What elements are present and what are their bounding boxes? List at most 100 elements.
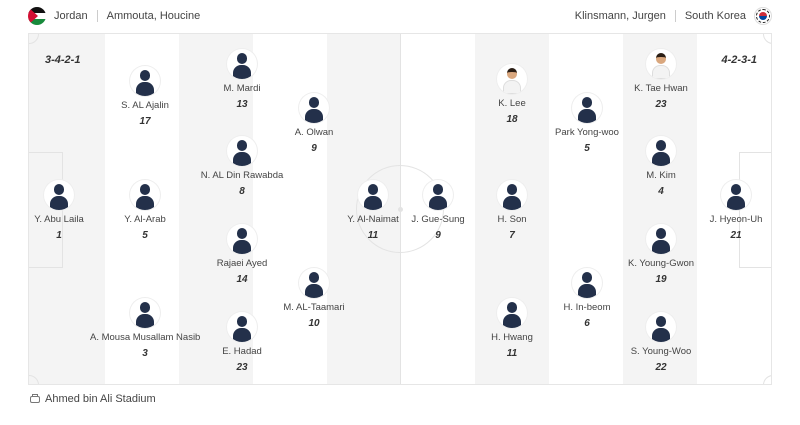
player-number: 7 [509,230,515,241]
stadium-icon [30,394,41,404]
player-avatar [497,180,527,210]
player-number: 11 [367,230,379,241]
player-card[interactable]: M. Mardi 13 [187,49,297,110]
player-card[interactable]: Y. Al-Arab 5 [90,180,200,241]
player-card[interactable]: K. Young-Gwon 19 [606,224,716,285]
player-name: H. Son [497,214,527,225]
player-name: S. Young-Woo [630,346,692,357]
player-name: M. Kim [646,170,676,181]
player-card[interactable]: Y. Al-Naimat 11 [318,180,428,241]
player-number: 21 [730,230,742,241]
player-card[interactable]: A. Mousa Musallam Nasib 3 [90,298,200,359]
match-header: Jordan Ammouta, Houcine Klinsmann, Jurge… [0,0,800,32]
player-number: 17 [139,116,151,127]
player-card[interactable]: Rajaei Ayed 14 [187,224,297,285]
player-card[interactable]: K. Lee 18 [457,64,567,125]
player-number: 13 [236,99,248,110]
player-number: 5 [142,230,148,241]
divider [96,10,98,22]
player-avatar [646,136,676,166]
home-formation: 3-4-2-1 [45,54,81,66]
player-avatar [646,224,676,254]
player-name: A. Olwan [294,127,334,138]
lineup-pitch: 3-4-2-1 4-2-3-1 Y. Abu Laila 1 S. AL Aja… [28,33,772,385]
player-avatar [646,312,676,342]
player-number: 9 [435,230,441,241]
player-number: 14 [236,274,248,285]
pitch-stripe [549,34,623,384]
home-penalty-box [29,152,63,268]
player-card[interactable]: S. AL Ajalin 17 [90,66,200,127]
player-name: J. Hyeon-Uh [709,214,763,225]
player-card[interactable]: J. Hyeon-Uh 21 [681,180,771,241]
away-penalty-box [739,152,771,268]
player-number: 4 [658,186,664,197]
player-avatar [423,180,453,210]
player-card[interactable]: M. AL-Taamari 10 [259,268,369,329]
player-card[interactable]: H. Hwang 11 [457,298,567,359]
player-card[interactable]: N. AL Din Rawabda 8 [187,136,297,197]
home-team-name[interactable]: Jordan [54,10,88,22]
away-coach-name[interactable]: Klinsmann, Jurgen [574,10,666,22]
player-number: 11 [506,348,518,359]
player-card[interactable]: H. In-beom 6 [532,268,642,329]
player-card[interactable]: H. Son 7 [457,180,567,241]
player-card[interactable]: A. Olwan 9 [259,93,369,154]
player-number: 8 [239,186,245,197]
player-name: N. AL Din Rawabda [200,170,284,181]
player-card[interactable]: E. Hadad 23 [187,312,297,373]
player-name: H. In-beom [563,302,611,313]
corner-arc [29,34,39,44]
player-name: M. AL-Taamari [283,302,345,313]
away-formation: 4-2-3-1 [721,54,757,66]
player-name: H. Hwang [491,332,533,343]
player-card[interactable]: J. Gue-Sung 9 [383,180,493,241]
player-card[interactable]: M. Kim 4 [606,136,716,197]
player-avatar [358,180,388,210]
player-name: A. Mousa Musallam Nasib [90,332,201,343]
player-photo [497,64,527,94]
player-number: 9 [311,143,317,154]
player-avatar [130,298,160,328]
player-avatar [572,93,602,123]
player-card[interactable]: K. Tae Hwan 23 [606,49,716,110]
player-name: K. Tae Hwan [634,83,688,94]
player-avatar [227,136,257,166]
player-avatar [299,268,329,298]
stadium-name[interactable]: Ahmed bin Ali Stadium [45,393,156,405]
player-avatar [227,49,257,79]
player-number: 18 [506,114,518,125]
player-avatar [130,66,160,96]
player-card[interactable]: S. Young-Woo 22 [606,312,716,373]
player-number: 23 [236,362,248,373]
player-number: 3 [142,348,148,359]
player-name: E. Hadad [222,346,262,357]
player-number: 1 [56,230,62,241]
player-avatar [227,312,257,342]
player-name: M. Mardi [223,83,261,94]
player-card[interactable]: Park Yong-woo 5 [532,93,642,154]
home-team-info: Jordan Ammouta, Houcine [28,6,200,26]
player-card[interactable]: Y. Abu Laila 1 [29,180,114,241]
player-name: K. Lee [498,98,526,109]
south-korea-flag-icon [754,7,772,25]
home-coach-name[interactable]: Ammouta, Houcine [106,10,201,22]
corner-arc [763,375,771,384]
player-avatar [572,268,602,298]
away-team-name[interactable]: South Korea [684,10,746,22]
player-photo [646,49,676,79]
away-team-info: Klinsmann, Jurgen South Korea [575,6,772,26]
player-name: Y. Al-Naimat [347,214,399,225]
player-name: J. Gue-Sung [411,214,465,225]
player-avatar [130,180,160,210]
player-avatar [227,224,257,254]
player-avatar [721,180,751,210]
player-number: 23 [655,99,667,110]
divider [674,10,676,22]
player-number: 10 [308,318,320,329]
pitch-stripe [253,34,327,384]
player-number: 19 [655,274,667,285]
stadium-info: Ahmed bin Ali Stadium [30,393,156,405]
player-name: Y. Abu Laila [34,214,84,225]
player-name: Park Yong-woo [555,127,619,138]
